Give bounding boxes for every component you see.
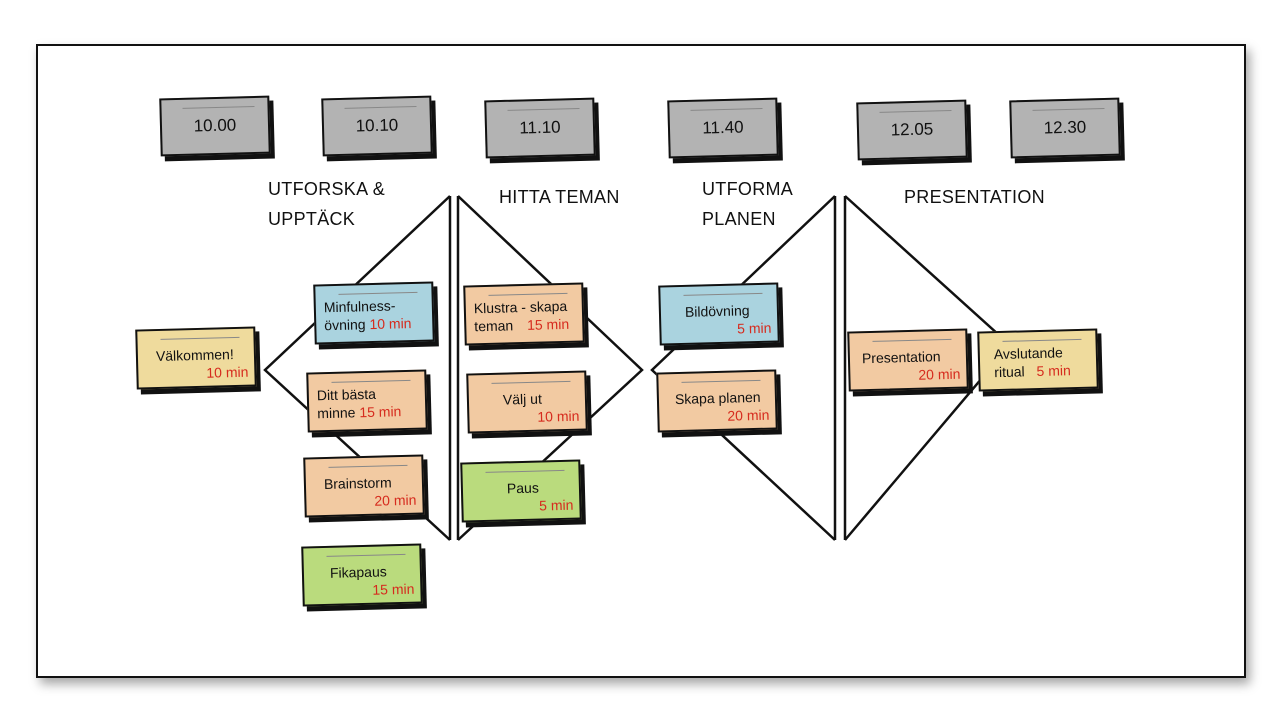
- diamond-design: [650, 195, 836, 541]
- time-card: 10.00: [159, 95, 271, 157]
- note-welcome: Välkommen! 10 min: [135, 326, 257, 390]
- note-title: Klustra - skapa: [473, 297, 568, 317]
- note-duration: 5 min: [1036, 362, 1071, 380]
- time-card: 12.05: [856, 99, 968, 161]
- note-select: Välj ut 10 min: [466, 370, 588, 434]
- time-card: 11.10: [484, 97, 596, 159]
- note-title: Fikapaus: [329, 563, 387, 581]
- note-title: Ditt bästa: [316, 385, 377, 404]
- note-closing-ritual: Avslutande ritual 5 min: [977, 328, 1099, 392]
- note-duration: 10 min: [369, 315, 412, 333]
- note-duration: 5 min: [736, 319, 772, 337]
- note-duration: 15 min: [359, 403, 402, 421]
- note-title: Minfulness-: [323, 297, 396, 316]
- time-card: 12.30: [1009, 97, 1121, 159]
- note-mindfulness: Minfulness- övning 10 min: [313, 281, 435, 345]
- note-duration: 20 min: [374, 491, 417, 509]
- phase-label-design: UTFORMA PLANEN: [702, 174, 793, 234]
- phase-line: PLANEN: [702, 209, 776, 229]
- note-duration: 15 min: [372, 580, 415, 598]
- note-title: Paus: [506, 479, 540, 497]
- note-title: minne: [317, 404, 356, 422]
- note-best-memory: Ditt bästa minne 15 min: [306, 369, 428, 433]
- note-create-plan: Skapa planen 20 min: [656, 369, 778, 433]
- note-title: Välj ut: [502, 390, 543, 408]
- note-coffee-break: Fikapaus 15 min: [301, 543, 423, 607]
- note-cluster: Klustra - skapa teman 15 min: [463, 282, 585, 346]
- note-title: övning: [324, 316, 366, 334]
- note-duration: 15 min: [526, 315, 570, 333]
- note-title: Bildövning: [684, 302, 750, 320]
- phase-line: UTFORMA: [702, 179, 794, 199]
- note-brainstorm: Brainstorm 20 min: [303, 454, 425, 518]
- phase-line: UPPTÄCK: [268, 209, 356, 229]
- note-picture-exercise: Bildövning 5 min: [658, 282, 780, 346]
- note-duration: 20 min: [727, 406, 770, 424]
- note-pause: Paus 5 min: [460, 459, 582, 523]
- note-duration: 20 min: [918, 365, 961, 383]
- time-card: 10.10: [321, 95, 433, 157]
- time-card: 11.40: [667, 97, 779, 159]
- phase-label-presentation: PRESENTATION: [904, 187, 1045, 207]
- note-duration: 10 min: [537, 407, 580, 425]
- phase-label-themes: HITTA TEMAN: [499, 187, 620, 207]
- note-duration: 10 min: [206, 363, 249, 381]
- note-title: teman: [474, 317, 514, 335]
- phase-label-explore: UTFORSKA & UPPTÄCK: [268, 174, 385, 234]
- note-title: Avslutande: [993, 344, 1064, 363]
- note-duration: 5 min: [538, 496, 574, 514]
- note-title: ritual: [994, 363, 1025, 381]
- phase-line: UTFORSKA &: [268, 179, 386, 199]
- note-presentation: Presentation 20 min: [847, 328, 969, 392]
